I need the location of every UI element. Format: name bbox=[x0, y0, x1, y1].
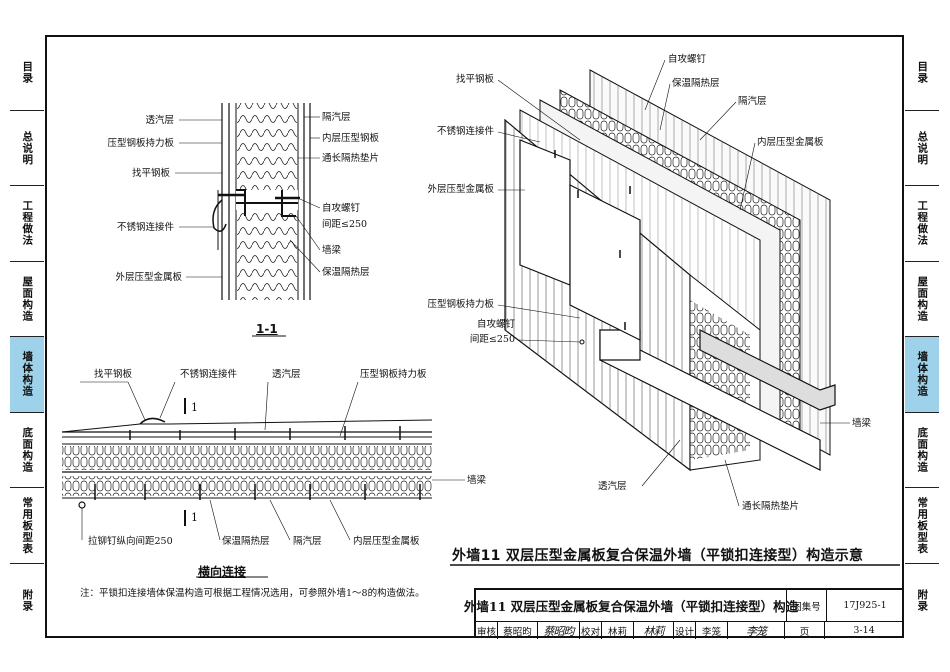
iso-label-outer-panel: 外层压型金属板 bbox=[427, 184, 494, 195]
tab-general[interactable]: 总说明 bbox=[10, 111, 44, 186]
label-pad: 通长隔热垫片 bbox=[322, 153, 380, 164]
h-label-vapor: 隔汽层 bbox=[293, 536, 322, 547]
atlas-label: 图集号 bbox=[787, 590, 827, 621]
h-label-inner-panel: 内层压型金属板 bbox=[353, 536, 420, 547]
tab-wall[interactable]: 墙体构造 bbox=[10, 337, 44, 413]
iso-label-insulation: 保温隔热层 bbox=[672, 78, 720, 89]
label-inner-panel: 内层压型钢板 bbox=[322, 133, 380, 144]
tab-soffit[interactable]: 底面构造 bbox=[10, 413, 44, 488]
tab-wall-right[interactable]: 墙体构造 bbox=[905, 337, 939, 413]
iso-label-connector: 不锈钢连接件 bbox=[436, 126, 494, 137]
iso-label-vapor: 隔汽层 bbox=[738, 96, 767, 107]
atlas-number: 17J925-1 bbox=[843, 600, 887, 611]
left-tab-bar: 目录 总说明 工程做法 屋面构造 墙体构造 底面构造 常用板型表 附录 bbox=[10, 35, 44, 638]
iso-label-support-plate: 压型钢板持力板 bbox=[427, 299, 494, 310]
checker-signature: 林莉 bbox=[634, 622, 674, 639]
iso-label-beam: 墙梁 bbox=[852, 418, 872, 429]
isometric-drawing bbox=[497, 59, 850, 507]
tab-general-right[interactable]: 总说明 bbox=[905, 111, 939, 186]
tab-soffit-right[interactable]: 底面构造 bbox=[905, 413, 939, 488]
tab-methods[interactable]: 工程做法 bbox=[10, 186, 44, 262]
title-block-title: 外墙11 双层压型金属板复合保温外墙（平锁扣连接型）构造 bbox=[464, 590, 798, 621]
horizontal-title: 横向连接 bbox=[198, 565, 247, 579]
label-support-plate: 压型钢板持力板 bbox=[107, 138, 174, 149]
h-label-leveling: 找平钢板 bbox=[94, 369, 133, 380]
tab-panels-right[interactable]: 常用板型表 bbox=[905, 488, 939, 564]
tab-contents[interactable]: 目录 bbox=[10, 35, 44, 111]
designer-signature: 李笼 bbox=[728, 622, 785, 639]
right-tab-bar: 目录 总说明 工程做法 屋面构造 墙体构造 底面构造 常用板型表 附录 bbox=[905, 35, 939, 638]
title-block: 外墙11 双层压型金属板复合保温外墙（平锁扣连接型）构造 图集号 17J925-… bbox=[464, 588, 903, 639]
iso-label-screw: 自攻螺钉 bbox=[476, 319, 515, 330]
page-label: 页 bbox=[785, 622, 825, 639]
tab-methods-right[interactable]: 工程做法 bbox=[905, 186, 939, 262]
label-outer-panel: 外层压型金属板 bbox=[115, 272, 182, 283]
label-breather: 透汽层 bbox=[145, 115, 174, 126]
h-label-connector: 不锈钢连接件 bbox=[180, 369, 238, 380]
check-label: 校对 bbox=[580, 622, 602, 639]
label-beam: 墙梁 bbox=[322, 245, 342, 256]
iso-label-pad: 通长隔热垫片 bbox=[742, 501, 800, 512]
iso-label-screw-top: 自攻螺钉 bbox=[668, 54, 707, 65]
h-label-breather: 透汽层 bbox=[272, 369, 301, 380]
iso-label-inner-panel: 内层压型金属板 bbox=[757, 137, 824, 148]
tab-roof-right[interactable]: 屋面构造 bbox=[905, 262, 939, 337]
h-label-support-plate: 压型钢板持力板 bbox=[360, 369, 427, 380]
reviewer-signature: 蔡昭昀 bbox=[538, 622, 580, 639]
iso-label-spacing: 间距≤250 bbox=[469, 334, 515, 345]
reviewer-name: 蔡昭昀 bbox=[498, 622, 538, 639]
label-spacing: 间距≤250 bbox=[322, 219, 368, 230]
section-1-1-title: 1-1 bbox=[256, 322, 278, 336]
cut-mark-top: 1 bbox=[191, 401, 198, 414]
h-label-rivet: 拉铆钉纵向间距250 bbox=[88, 536, 173, 547]
cut-mark-bottom: 1 bbox=[191, 511, 198, 524]
designer-name: 李笼 bbox=[696, 622, 728, 639]
tab-appendix-right[interactable]: 附录 bbox=[916, 589, 929, 613]
label-connector: 不锈钢连接件 bbox=[116, 222, 174, 233]
section-1-1-drawing bbox=[175, 103, 321, 337]
h-label-insulation: 保温隔热层 bbox=[222, 536, 270, 547]
design-label: 设计 bbox=[674, 622, 696, 639]
page-number: 3-14 bbox=[853, 625, 875, 636]
label-vapor: 隔汽层 bbox=[322, 112, 351, 123]
review-label: 审核 bbox=[476, 622, 498, 639]
label-insulation: 保温隔热层 bbox=[322, 267, 370, 278]
label-leveling: 找平钢板 bbox=[131, 168, 170, 179]
checker-name: 林莉 bbox=[602, 622, 634, 639]
h-label-beam: 墙梁 bbox=[467, 475, 487, 486]
drawing-note: 注：平锁扣连接墙体保温构造可根据工程情况选用，可参照外墙1～8的构造做法。 bbox=[80, 588, 425, 599]
horizontal-connection-drawing bbox=[61, 381, 465, 578]
iso-label-breather: 透汽层 bbox=[598, 481, 627, 492]
label-screw: 自攻螺钉 bbox=[322, 203, 361, 214]
drawing-frame bbox=[45, 35, 904, 638]
tab-panels[interactable]: 常用板型表 bbox=[10, 488, 44, 564]
drawing-caption: 外墙11 双层压型金属板复合保温外墙（平锁扣连接型）构造示意 bbox=[452, 548, 864, 564]
tab-roof[interactable]: 屋面构造 bbox=[10, 262, 44, 337]
tab-contents-right[interactable]: 目录 bbox=[905, 35, 939, 111]
tab-appendix[interactable]: 附录 bbox=[21, 589, 34, 613]
iso-label-leveling: 找平钢板 bbox=[455, 74, 494, 85]
